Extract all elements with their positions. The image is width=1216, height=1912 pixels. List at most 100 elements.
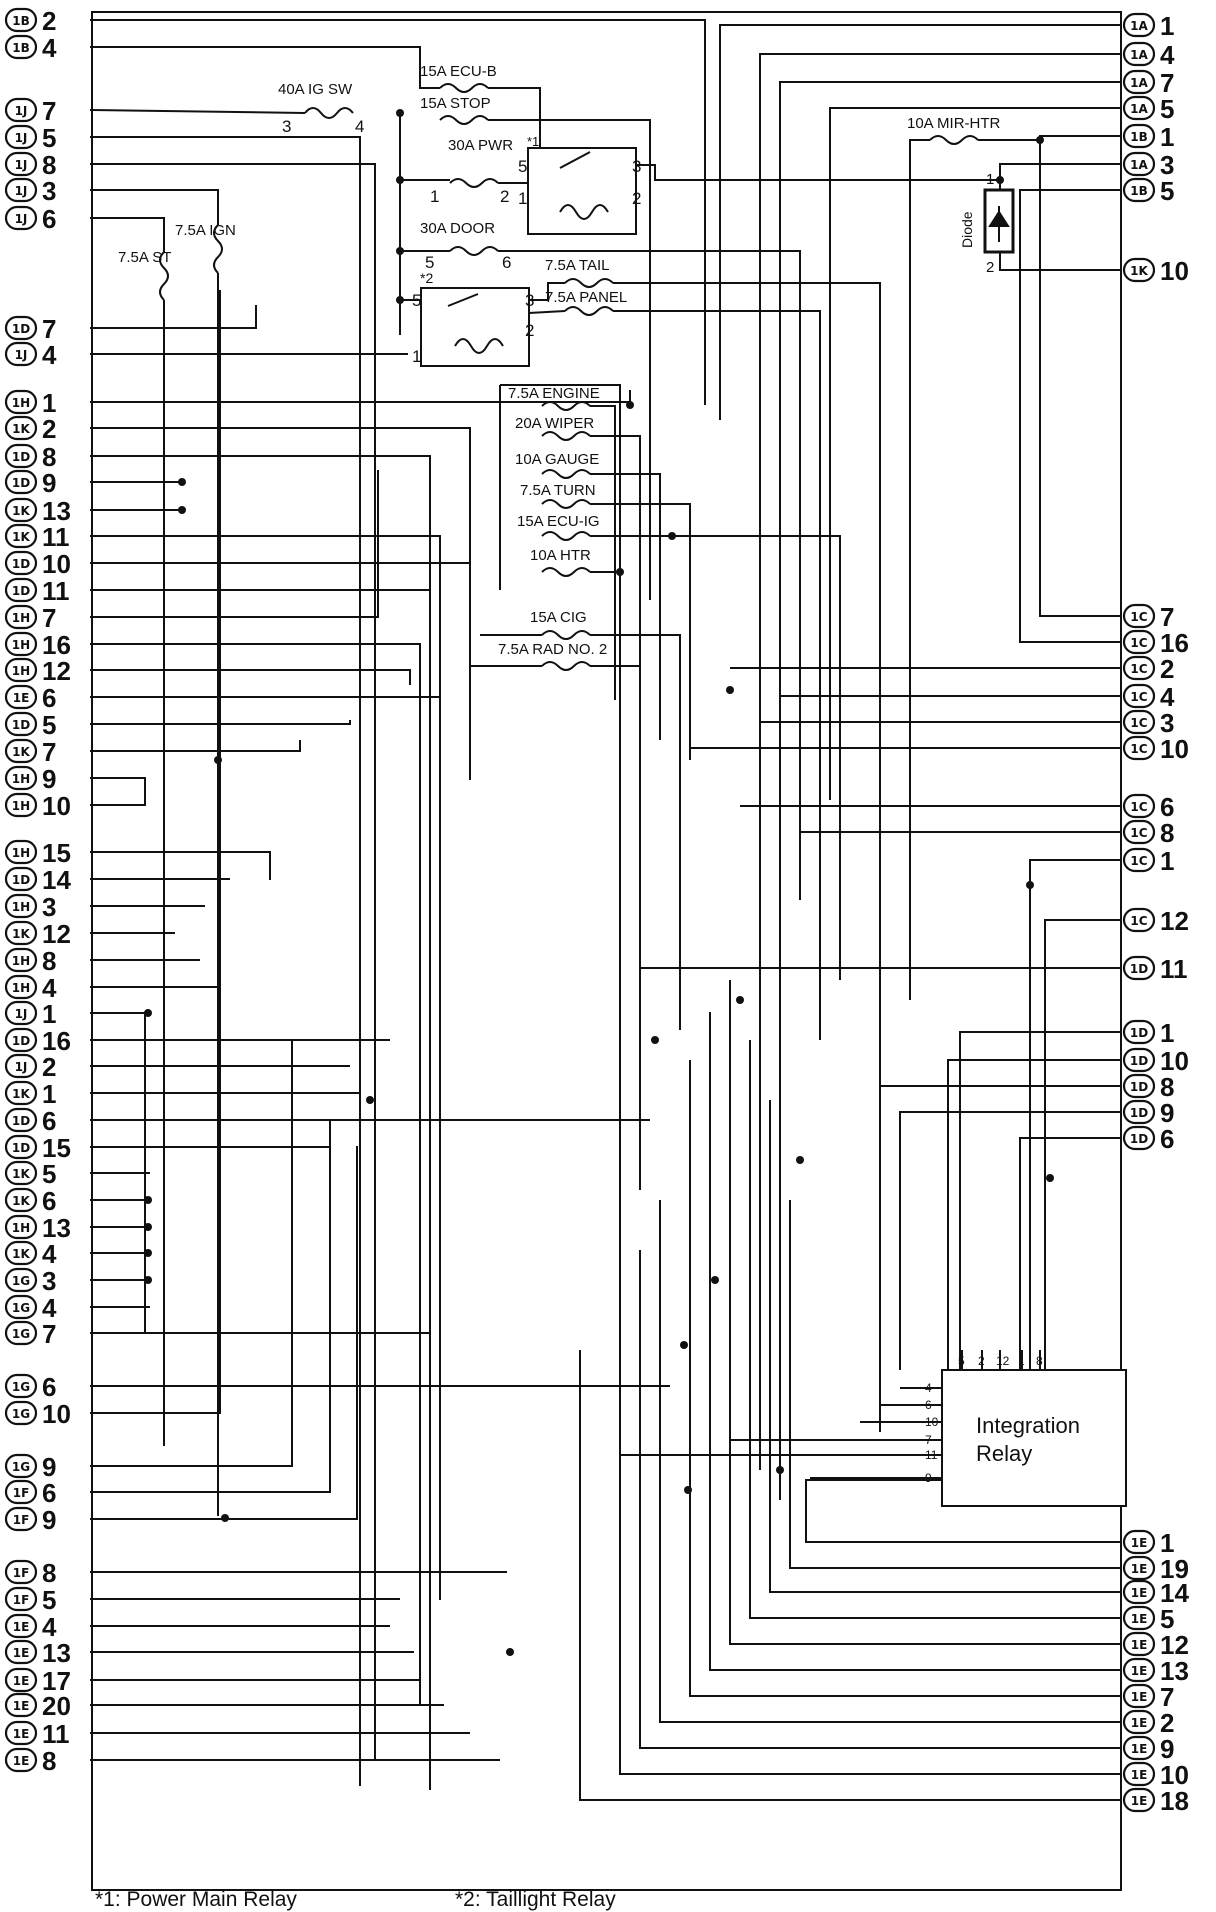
- wire: [639, 1250, 1121, 1749]
- terminal-number: 9: [42, 1505, 56, 1535]
- connector-code: 1E: [13, 1754, 30, 1768]
- terminal-number: 1: [1160, 122, 1174, 152]
- terminal-number: 18: [1160, 1786, 1189, 1816]
- terminal-number: 12: [1160, 906, 1189, 936]
- terminal-number: 10: [1160, 1046, 1189, 1076]
- connector-code: 1K: [12, 1194, 30, 1208]
- terminal-number: 3: [1160, 708, 1174, 738]
- fuse-symbol: [564, 306, 614, 316]
- connector-code: 1D: [12, 873, 30, 887]
- wire: [590, 405, 616, 700]
- connector-code: 1G: [12, 1407, 30, 1421]
- terminal-number: 19: [1160, 1554, 1189, 1584]
- junction-dot: [711, 1276, 719, 1284]
- fuse-label-st: 7.5A ST: [118, 249, 171, 266]
- connector-code: 1K: [12, 745, 30, 759]
- right-terminal-1e-19: 1E 19: [1122, 1554, 1189, 1584]
- connector-code: 1G: [12, 1327, 30, 1341]
- relay-note-ref: *2: [420, 270, 433, 286]
- terminal-number: 13: [1160, 1656, 1189, 1686]
- terminal-number: 5: [1160, 94, 1174, 124]
- terminal-number: 5: [1160, 1604, 1174, 1634]
- connector-code: 1J: [15, 104, 28, 118]
- terminal-number: 6: [42, 204, 56, 234]
- connector-code: 1H: [12, 981, 30, 995]
- wire: [92, 669, 411, 685]
- connector-code: 1D: [12, 476, 30, 490]
- junction-dot: [396, 176, 404, 184]
- connector-code: 1D: [1130, 1132, 1148, 1146]
- connector-code: 1J: [15, 158, 28, 172]
- junction-dot: [1026, 881, 1034, 889]
- wire: [92, 455, 431, 1540]
- connector-code: 1A: [1130, 19, 1148, 33]
- wire: [1029, 859, 1121, 1370]
- connector-code: 1B: [12, 41, 30, 55]
- junction-dot: [680, 1341, 688, 1349]
- wire: [92, 777, 146, 806]
- terminal-number: 15: [42, 838, 71, 868]
- terminal-number: 7: [42, 314, 56, 344]
- wire-network: [91, 19, 1121, 1801]
- wire: [92, 740, 301, 752]
- connector-code: 1E: [1131, 1562, 1148, 1576]
- connector-code: 1K: [12, 530, 30, 544]
- junction-dot: [996, 176, 1004, 184]
- pin-door-5: 5: [425, 253, 434, 272]
- connector-code: 1E: [13, 1699, 30, 1713]
- terminal-number: 4: [1160, 682, 1175, 712]
- connector-code: 1G: [12, 1301, 30, 1315]
- terminal-number: 11: [42, 522, 70, 552]
- connector-code: 1K: [12, 504, 30, 518]
- connector-code: 1C: [1130, 716, 1147, 730]
- terminal-number: 3: [42, 892, 56, 922]
- connector-code: 1G: [12, 1460, 30, 1474]
- junction-dot: [144, 1223, 152, 1231]
- relay-top-pin: 12: [996, 1354, 1010, 1368]
- terminal-number: 8: [1160, 1072, 1174, 1102]
- terminal-number: 14: [1160, 1578, 1189, 1608]
- fuse-symbol: [541, 469, 591, 479]
- connector-code: 1H: [12, 396, 30, 410]
- pin-door-6: 6: [502, 253, 511, 272]
- terminal-number: 6: [42, 1478, 56, 1508]
- junction-dot: [144, 1196, 152, 1204]
- junction-dot: [506, 1648, 514, 1656]
- connector-code: 1F: [13, 1593, 30, 1607]
- wire: [769, 1100, 1121, 1593]
- connector-code: 1E: [1131, 1638, 1148, 1652]
- wire: [92, 851, 271, 880]
- fuse-label-panel: 7.5A PANEL: [545, 289, 627, 306]
- terminal-number: 2: [42, 414, 56, 444]
- relay-pin: 1: [412, 347, 421, 366]
- terminal-number: 8: [42, 946, 56, 976]
- terminal-number: 2: [1160, 654, 1174, 684]
- junction-dot: [178, 478, 186, 486]
- connector-code: 1B: [12, 14, 30, 28]
- connector-code: 1K: [12, 422, 30, 436]
- terminal-number: 7: [42, 737, 56, 767]
- wire: [959, 1031, 1121, 1400]
